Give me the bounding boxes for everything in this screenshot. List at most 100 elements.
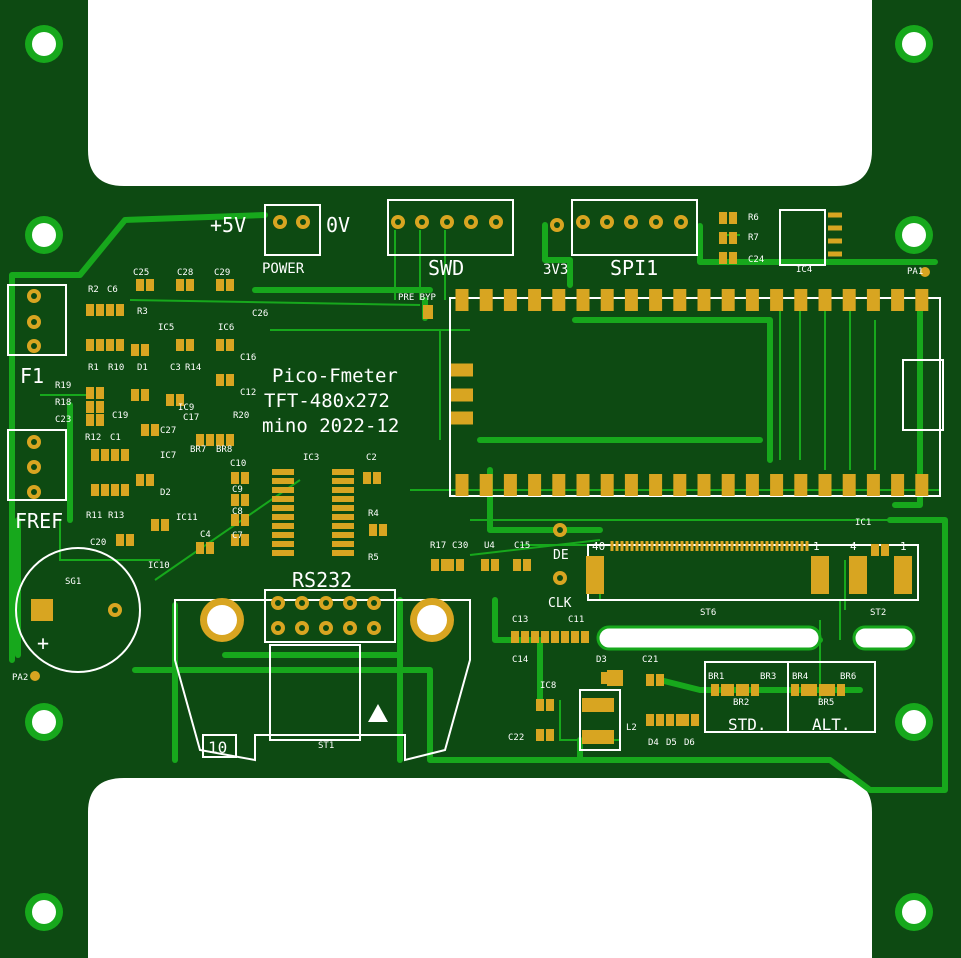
smd-pad xyxy=(111,449,119,461)
ic3-pin xyxy=(332,478,354,484)
l2-outline xyxy=(579,689,621,751)
thru-drill xyxy=(371,625,377,631)
smd-pad xyxy=(86,339,94,351)
pico-pad-bottom xyxy=(455,474,469,496)
db9-ten-box xyxy=(202,734,237,758)
label-0v: 0V xyxy=(326,213,350,237)
mounting-hole-drill xyxy=(32,32,56,56)
refdes-l2: L2 xyxy=(626,723,637,733)
db9-pin1-marker xyxy=(368,704,388,722)
smd-pad xyxy=(136,474,144,486)
smd-pad xyxy=(656,714,664,726)
refdes-br2: BR2 xyxy=(733,698,749,708)
thru-drill xyxy=(444,219,450,225)
smd-pad xyxy=(523,559,531,571)
smd-pad xyxy=(871,544,879,556)
smd-pad xyxy=(751,684,759,696)
smd-pad xyxy=(96,414,104,426)
ic3-pin xyxy=(272,478,294,484)
refdes-ic6: IC6 xyxy=(218,323,234,333)
smd-pad xyxy=(226,279,234,291)
fpc-pad xyxy=(800,541,804,551)
title-line3: mino 2022-12 xyxy=(262,415,399,437)
pico-pad-top xyxy=(503,289,517,311)
label-pin40: 40 xyxy=(592,540,605,553)
refdes-c19: C19 xyxy=(112,411,128,421)
thru-drill xyxy=(554,222,560,228)
refdes-r20: R20 xyxy=(233,411,249,421)
fpc-pad xyxy=(775,541,779,551)
ic3-pin xyxy=(272,532,294,538)
smd-pad xyxy=(206,542,214,554)
smd-pad xyxy=(86,387,94,399)
smd-pad xyxy=(121,484,129,496)
refdes-c9: C9 xyxy=(232,485,243,495)
ic3-pin xyxy=(272,505,294,511)
refdes-r12: R12 xyxy=(85,433,101,443)
pico-debug-pad xyxy=(451,388,473,402)
connector-spi1-outline xyxy=(571,199,698,256)
refdes-u4: U4 xyxy=(484,541,495,551)
refdes-c16: C16 xyxy=(240,353,256,363)
refdes-br5: BR5 xyxy=(818,698,834,708)
refdes-r14: R14 xyxy=(185,363,201,373)
buzzer-outline xyxy=(15,547,141,673)
smd-pad xyxy=(96,339,104,351)
smd-pad xyxy=(206,434,214,446)
refdes-ic8: IC8 xyxy=(540,681,556,691)
refdes-br8: BR8 xyxy=(216,445,232,455)
fpc-pad xyxy=(740,541,744,551)
refdes-st1: ST1 xyxy=(318,741,334,751)
pico-pad-top xyxy=(866,289,880,311)
smd-pad xyxy=(241,534,249,546)
fpc-pad xyxy=(630,541,634,551)
smd-pad xyxy=(106,304,114,316)
title-line2: TFT-480x272 xyxy=(264,390,390,412)
smd-pad xyxy=(186,339,194,351)
refdes-r11: R11 xyxy=(86,511,102,521)
smd-pad xyxy=(226,374,234,386)
smd-pad xyxy=(141,344,149,356)
smd-pad xyxy=(131,344,139,356)
smd-pad xyxy=(719,212,727,224)
smd-pad xyxy=(136,279,144,291)
thru-drill xyxy=(604,219,610,225)
refdes-c6: C6 xyxy=(107,285,118,295)
refdes-c24: C24 xyxy=(748,255,764,265)
fpc-pad xyxy=(650,541,654,551)
refdes-c17: C17 xyxy=(183,413,199,423)
pico-pad-top xyxy=(624,289,638,311)
refdes-r18: R18 xyxy=(55,398,71,408)
fpc-pad xyxy=(685,541,689,551)
smd-pad xyxy=(216,279,224,291)
l2-pad xyxy=(582,730,614,744)
smd-pad xyxy=(141,424,149,436)
refdes-c27: C27 xyxy=(160,426,176,436)
fpc-pad xyxy=(620,541,624,551)
ic4-outline xyxy=(779,209,826,266)
smd-pad xyxy=(646,714,654,726)
refdes-ic3: IC3 xyxy=(303,453,319,463)
smd-pad xyxy=(146,279,154,291)
refdes-br3: BR3 xyxy=(760,672,776,682)
smd-pad xyxy=(711,684,719,696)
smd-pad xyxy=(116,534,124,546)
pico-pad-bottom xyxy=(842,474,856,496)
pico-pad-bottom xyxy=(794,474,808,496)
pico-pad-bottom xyxy=(552,474,566,496)
d3-pad xyxy=(607,670,623,686)
refdes-c2: C2 xyxy=(366,453,377,463)
smd-pad xyxy=(176,279,184,291)
smd-pad xyxy=(231,472,239,484)
label-pin1: 1 xyxy=(813,540,820,553)
refdes-c12: C12 xyxy=(240,388,256,398)
refdes-br7: BR7 xyxy=(190,445,206,455)
pico-pad-bottom xyxy=(745,474,759,496)
smd-pad xyxy=(116,304,124,316)
smd-pad xyxy=(369,524,377,536)
smd-pad xyxy=(827,684,835,696)
refdes-ic5: IC5 xyxy=(158,323,174,333)
smd-pad xyxy=(196,542,204,554)
smd-pad xyxy=(531,631,539,643)
fpc-pad xyxy=(715,541,719,551)
